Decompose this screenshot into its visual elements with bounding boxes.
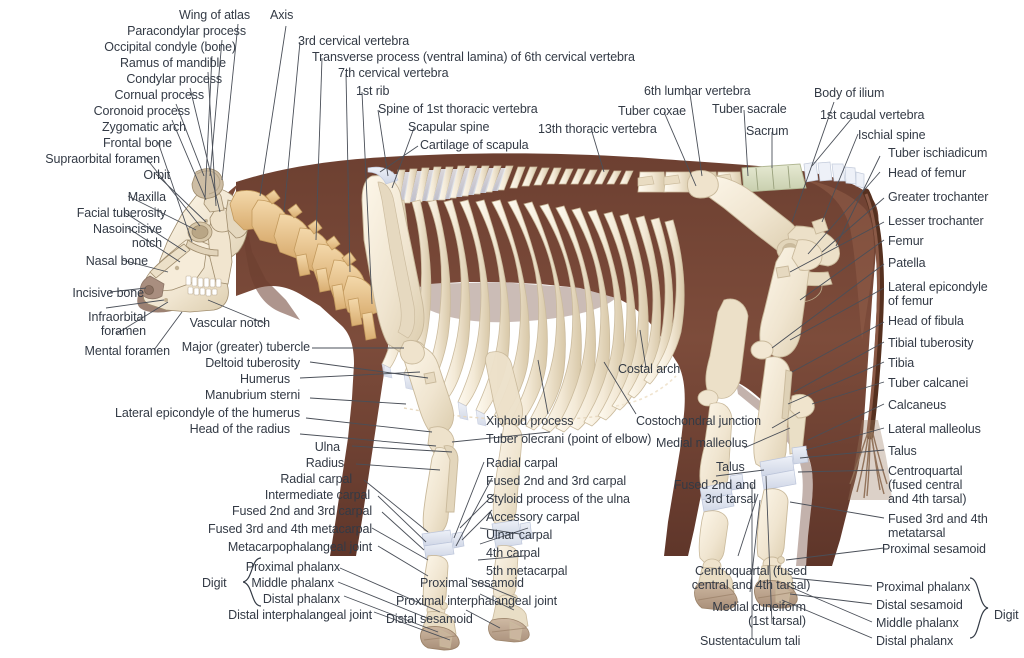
label-wing-of-atlas: Wing of atlas <box>179 8 250 22</box>
label-coronoid-process: Coronoid process <box>93 104 190 118</box>
label-proximal-sesamoid-right: Proximal sesamoid <box>882 542 986 556</box>
label-distal-sesamoid-right: Distal sesamoid <box>876 598 963 612</box>
label-centroquartal-mid: Centroquartal (fused central and 4th tar… <box>691 564 811 593</box>
label-incisive-bone: Incisive bone <box>72 286 144 300</box>
label-lateral-epicondyle-of-femur: Lateral epicondyle of femur <box>888 280 988 309</box>
label-fused-3rd-4th-metacarpal: Fused 3rd and 4th metacarpal <box>208 522 372 536</box>
hindlimb-far <box>694 298 749 611</box>
label-distal-phalanx-left: Distal phalanx <box>262 592 340 606</box>
label-mental-foramen: Mental foramen <box>84 344 171 358</box>
label-calcaneus: Calcaneus <box>888 398 947 412</box>
label-lesser-trochanter: Lesser trochanter <box>888 214 984 228</box>
label-ulnar-carpal: Ulnar carpal <box>486 528 553 542</box>
label-proximal-phalanx-right: Proximal phalanx <box>876 580 971 594</box>
label-lateral-epicondyle-humerus: Lateral epicondyle of the humerus <box>114 406 300 420</box>
label-head-of-fibula: Head of fibula <box>888 314 964 328</box>
label-13th-thoracic-vertebra: 13th thoracic vertebra <box>538 122 657 136</box>
label-5th-metacarpal: 5th metacarpal <box>486 564 568 578</box>
label-paracondylar-process: Paracondylar process <box>127 24 246 38</box>
label-fused-3rd-4th-metatarsal: Fused 3rd and 4th metatarsal <box>888 512 988 541</box>
label-radial-carpal-mid: Radial carpal <box>486 456 558 470</box>
label-femur: Femur <box>888 234 924 248</box>
label-sacrum: Sacrum <box>746 124 789 138</box>
label-digit-right: Digit <box>994 608 1019 622</box>
label-accessory-carpal: Accessory carpal <box>486 510 580 524</box>
label-intermediate-carpal: Intermediate carpal <box>264 488 370 502</box>
label-radius: Radius <box>305 456 344 470</box>
label-nasoincisive-notch: Nasoincisive notch <box>93 222 162 251</box>
label-medial-malleolus: Medial malleolus <box>656 436 748 450</box>
label-spine-of-1st-thoracic: Spine of 1st thoracic vertebra <box>378 102 538 116</box>
label-maxilla: Maxilla <box>127 190 166 204</box>
label-distal-phalanx-right: Distal phalanx <box>876 634 954 648</box>
label-xiphoid-process: Xiphoid process <box>486 414 574 428</box>
label-3rd-cervical-vertebra: 3rd cervical vertebra <box>298 34 410 48</box>
digit-brace-right <box>969 577 989 639</box>
label-distal-interphalangeal-joint: Distal interphalangeal joint <box>228 608 372 622</box>
label-axis: Axis <box>270 8 294 22</box>
label-centroquartal-right: Centroquartal (fused central and 4th tar… <box>888 464 967 507</box>
label-distal-sesamoid-mid: Distal sesamoid <box>386 612 473 626</box>
label-occipital-condyle: Occipital condyle (bone) <box>104 40 236 54</box>
label-fused-2nd-3rd-carpal-left: Fused 2nd and 3rd carpal <box>231 504 372 518</box>
label-zygomatic-arch: Zygomatic arch <box>101 120 186 134</box>
label-tibial-tuberosity: Tibial tuberosity <box>888 336 974 350</box>
digit-brace-left <box>243 557 262 607</box>
label-supraorbital-foramen: Supraorbital foramen <box>45 152 160 166</box>
label-sustentaculum-tali: Sustentaculum tali <box>700 634 801 648</box>
label-middle-phalanx-right: Middle phalanx <box>876 616 959 630</box>
label-lateral-malleolus: Lateral malleolus <box>888 422 981 436</box>
label-tuber-calcanei: Tuber calcanei <box>888 376 969 390</box>
label-tuber-ischiadicum: Tuber ischiadicum <box>888 146 988 160</box>
label-nasal-bone: Nasal bone <box>85 254 148 268</box>
label-head-of-femur: Head of femur <box>888 166 966 180</box>
label-major-greater-tubercle: Major (greater) tubercle <box>181 340 310 354</box>
label-fused-2nd-3rd-tarsal: Fused 2nd and 3rd tarsal <box>673 478 756 507</box>
label-1st-caudal-vertebra: 1st caudal vertebra <box>820 108 925 122</box>
label-costal-arch: Costal arch <box>618 362 681 376</box>
label-facial-tuberosity: Facial tuberosity <box>76 206 166 220</box>
label-proximal-phalanx-left: Proximal phalanx <box>245 560 340 574</box>
label-orbit: Orbit <box>143 168 170 182</box>
label-deltoid-tuberosity: Deltoid tuberosity <box>205 356 300 370</box>
label-metacarpophalangeal-joint: Metacarpophalangeal joint <box>227 540 372 554</box>
label-head-of-the-radius: Head of the radius <box>189 422 290 436</box>
label-tuber-coxae: Tuber coxae <box>618 104 686 118</box>
label-proximal-sesamoid-mid: Proximal sesamoid <box>420 576 524 590</box>
label-tibia: Tibia <box>888 356 915 370</box>
label-infraorbital-foramen: Infraorbital foramen <box>88 310 146 339</box>
label-digit-left: Digit <box>202 576 227 590</box>
label-ischial-spine: Ischial spine <box>858 128 926 142</box>
label-tuber-olecrani: Tuber olecrani (point of elbow) <box>486 432 652 446</box>
label-talus-mid: Talus <box>716 460 745 474</box>
label-patella: Patella <box>888 256 926 270</box>
label-tuber-sacrale: Tuber sacrale <box>712 102 787 116</box>
label-6th-lumbar-vertebra: 6th lumbar vertebra <box>644 84 751 98</box>
label-fused-2nd-3rd-carpal-mid: Fused 2nd and 3rd carpal <box>486 474 627 488</box>
label-vascular-notch: Vascular notch <box>189 316 270 330</box>
label-1st-rib: 1st rib <box>356 84 390 98</box>
label-middle-phalanx-left: Middle phalanx <box>251 576 334 590</box>
label-cartilage-of-scapula: Cartilage of scapula <box>420 138 529 152</box>
label-condylar-process: Condylar process <box>126 72 222 86</box>
label-costochondral-junction: Costochondral junction <box>636 414 761 428</box>
label-talus-right: Talus <box>888 444 917 458</box>
label-scapular-spine: Scapular spine <box>408 120 490 134</box>
label-greater-trochanter: Greater trochanter <box>888 190 989 204</box>
label-styloid-process-of-ulna: Styloid process of the ulna <box>486 492 630 506</box>
label-radial-carpal-left: Radial carpal <box>280 472 352 486</box>
label-frontal-bone: Frontal bone <box>103 136 172 150</box>
label-manubrium-sterni: Manubrium sterni <box>205 388 300 402</box>
label-ramus-of-mandible: Ramus of mandible <box>120 56 226 70</box>
label-7th-cervical-vertebra: 7th cervical vertebra <box>338 66 449 80</box>
label-4th-carpal: 4th carpal <box>486 546 540 560</box>
label-body-of-ilium: Body of ilium <box>814 86 885 100</box>
label-transverse-process-6th: Transverse process (ventral lamina) of 6… <box>312 50 635 64</box>
label-cornual-process: Cornual process <box>114 88 204 102</box>
label-medial-cuneiform: Medial cuneiform (1st tarsal) <box>712 600 806 629</box>
label-ulna: Ulna <box>314 440 340 454</box>
label-proximal-interphalangeal-joint: Proximal interphalangeal joint <box>396 594 557 608</box>
label-humerus: Humerus <box>239 372 290 386</box>
cervical-vertebrae <box>229 189 379 341</box>
